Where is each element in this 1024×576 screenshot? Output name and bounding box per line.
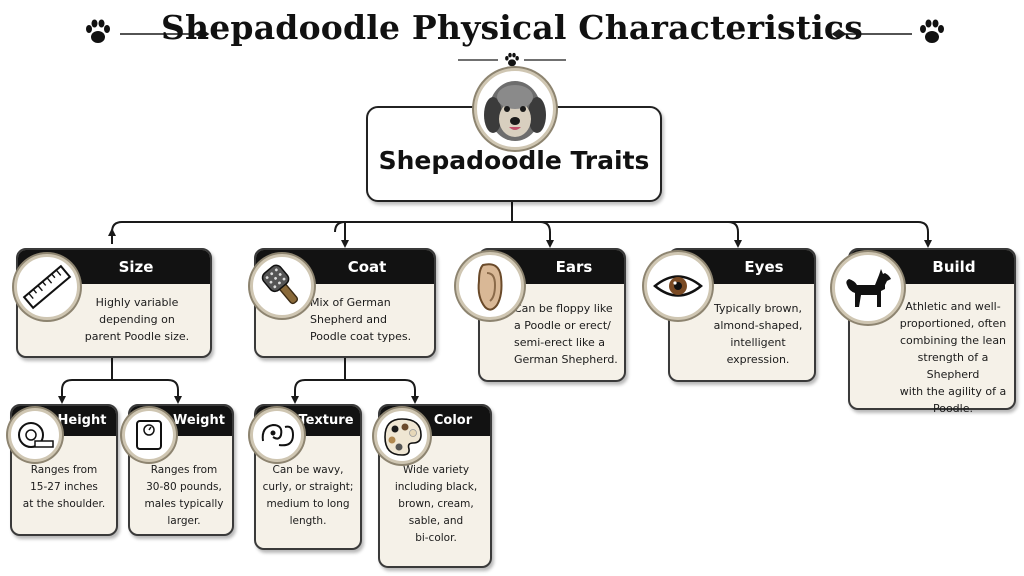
weight-card-title: Weight <box>130 406 232 436</box>
dog-portrait-icon <box>474 68 556 150</box>
page-title: Shepadoodle Physical Characteristics <box>161 8 863 47</box>
scale-icon <box>122 408 176 462</box>
weight-card-text: Ranges from 30-80 pounds, males typicall… <box>144 464 224 527</box>
paw-print-icon <box>505 52 519 67</box>
palette-icon <box>374 408 430 464</box>
ears-card-text: Can be floppy like a Poodle or erect/ se… <box>514 302 618 366</box>
eye-icon <box>644 252 712 320</box>
texture-card-text: Can be wavy, curly, or straight; medium … <box>262 464 354 527</box>
dog-silhouette-icon <box>832 252 904 324</box>
ruler-icon <box>14 254 80 320</box>
central-node-label: Shepadoodle Traits <box>378 146 650 175</box>
coat-card-text: Mix of German Shepherd and Poodle coat t… <box>310 296 412 343</box>
height-card-text: Ranges from 15-27 inches at the shoulder… <box>22 464 106 510</box>
curl-icon <box>250 408 304 462</box>
brush-icon <box>250 254 314 318</box>
color-card-text: Wide variety including black, brown, cre… <box>394 464 478 544</box>
tape-measure-icon <box>8 408 62 462</box>
paw-print-icon <box>920 19 944 43</box>
eyes-card-text: Typically brown, almond-shaped, intellig… <box>713 302 803 366</box>
build-card-text: Athletic and well- proportioned, often c… <box>899 300 1007 415</box>
size-card-text: Highly variable depending on parent Pood… <box>84 296 190 343</box>
paw-print-icon <box>86 19 110 43</box>
ear-icon <box>456 252 524 320</box>
